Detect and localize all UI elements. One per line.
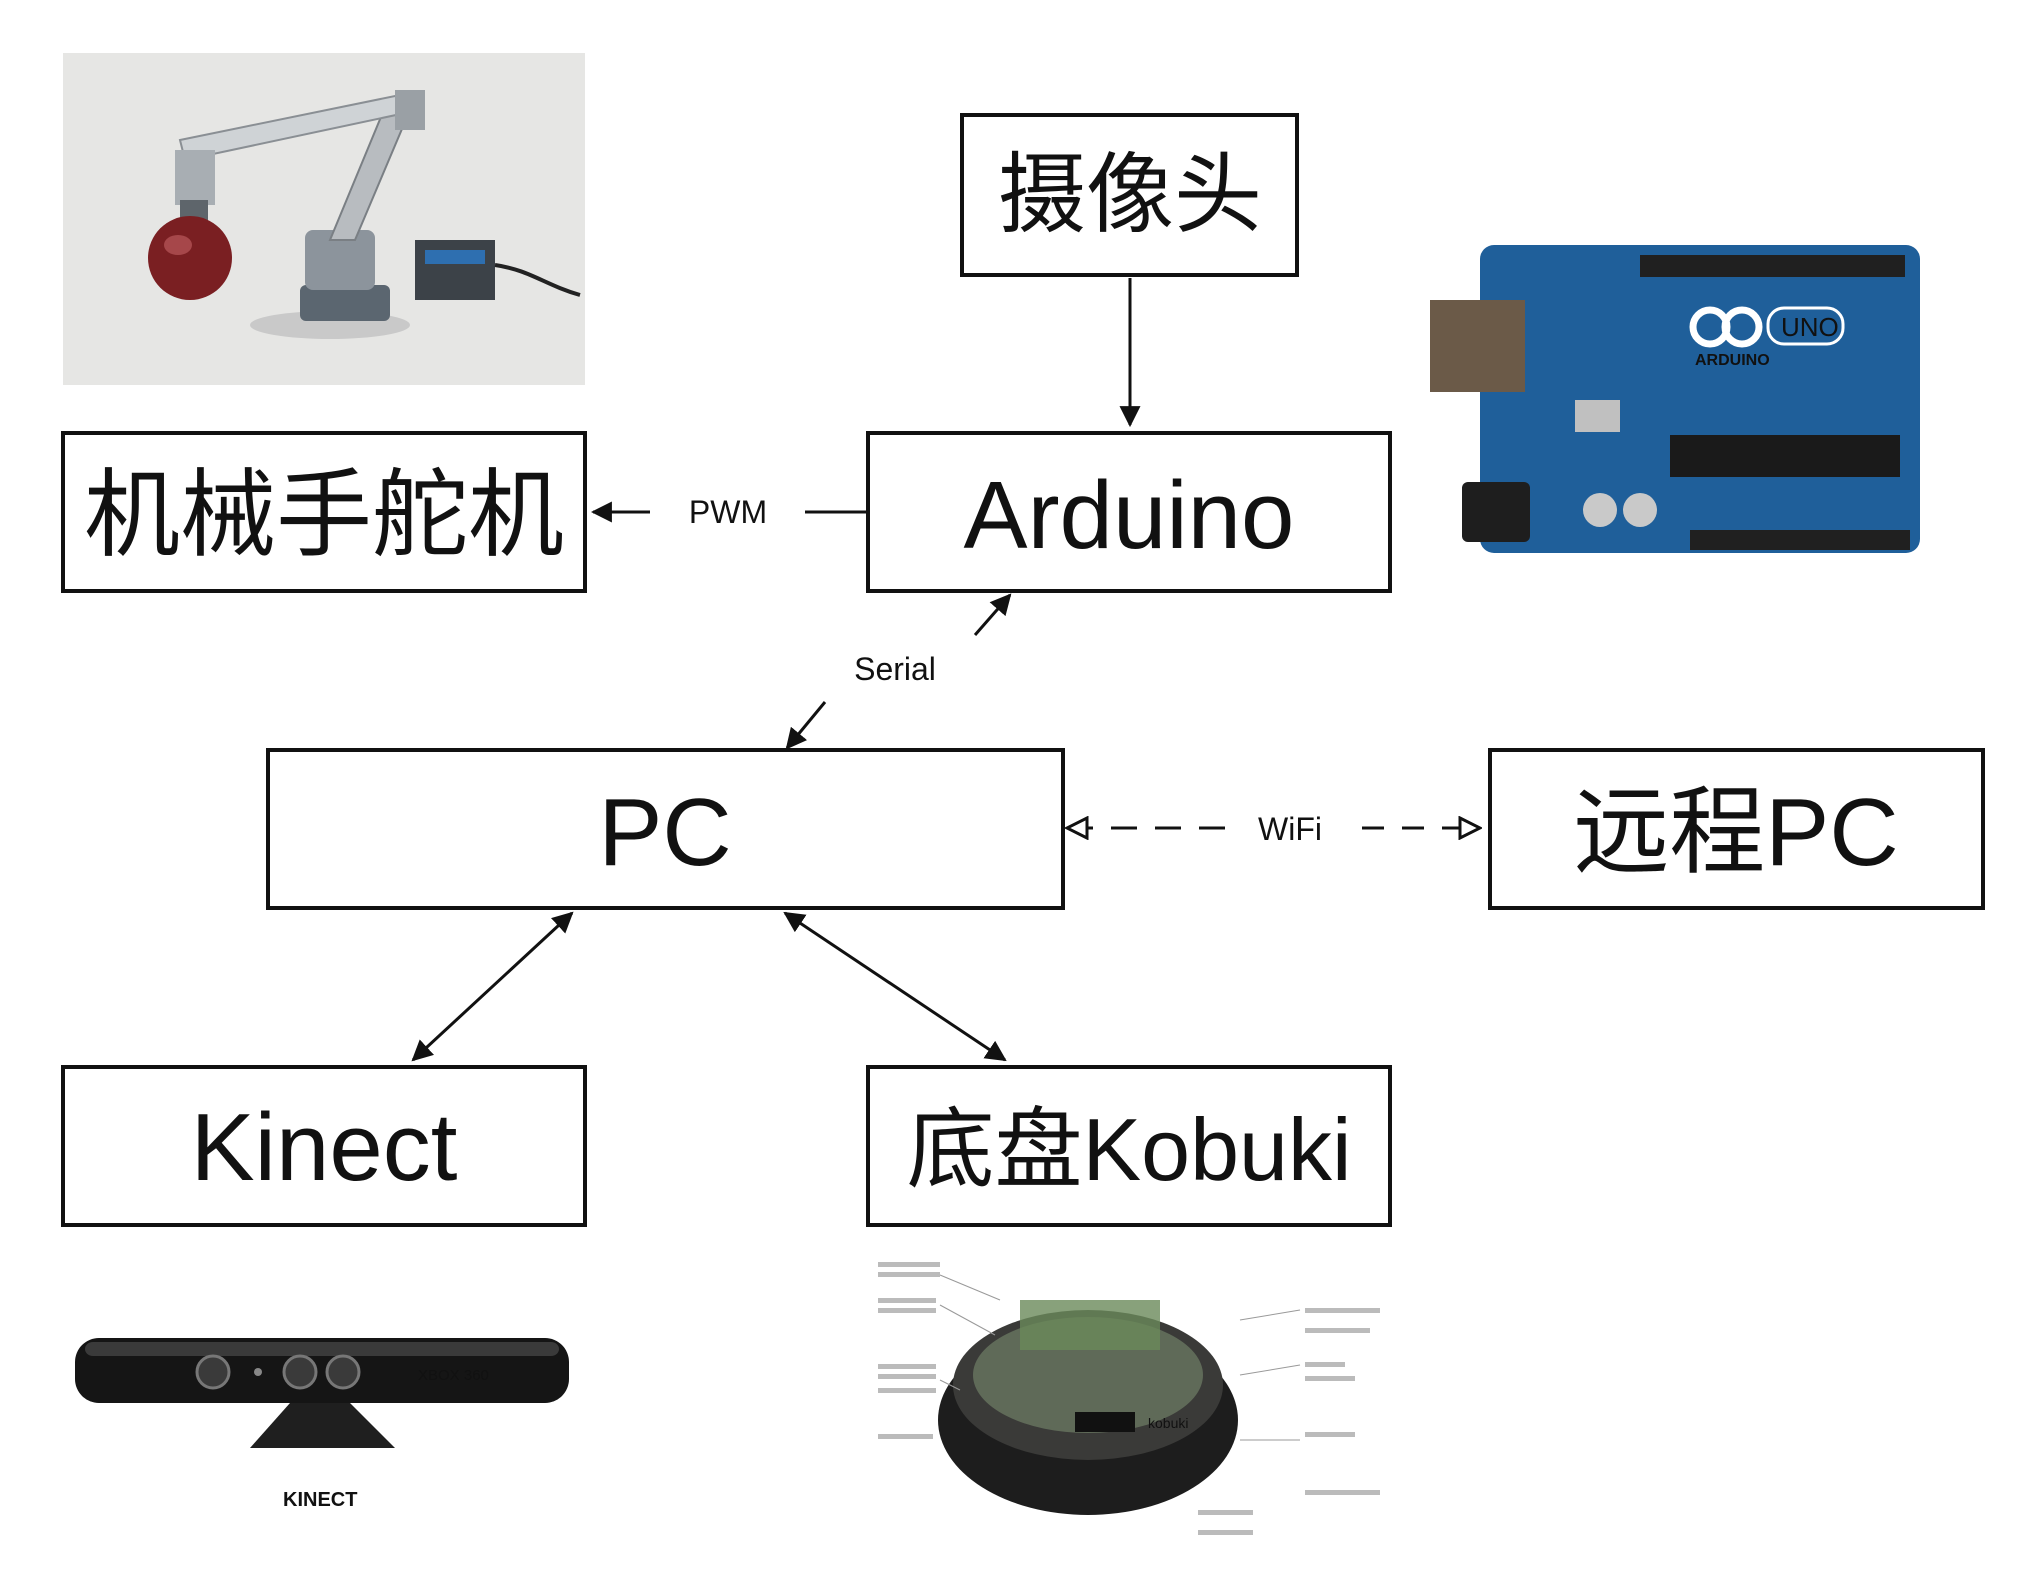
node-kinect-label: Kinect — [191, 1094, 458, 1201]
edge-serial-bottom — [785, 701, 827, 750]
node-kinect: Kinect — [61, 1065, 587, 1227]
node-pc-label: PC — [598, 779, 731, 886]
edge-pc-kinect — [411, 911, 574, 1062]
kobuki-base-photo: kobuki — [878, 1262, 1380, 1535]
node-chassis: 底盘Kobuki — [866, 1065, 1392, 1227]
node-pc: PC — [266, 748, 1065, 910]
node-arduino: Arduino — [866, 431, 1392, 593]
node-remote-pc: 远程PC — [1488, 748, 1985, 910]
node-chassis-label: 底盘Kobuki — [906, 1100, 1351, 1199]
node-arduino-label: Arduino — [964, 462, 1295, 569]
edge-label-wifi: WiFi — [1258, 811, 1322, 847]
node-servo: 机械手舵机 — [61, 431, 587, 593]
kobuki-logo-text: kobuki — [1148, 1415, 1188, 1431]
arduino-uno-board: ARDUINO UNO — [1430, 245, 1920, 553]
node-remote-pc-label: 远程PC — [1573, 779, 1898, 886]
edge-serial-top — [973, 593, 1012, 636]
robot-arm-photo — [63, 53, 585, 385]
kinect-device-text: XBOX 360 — [418, 1367, 489, 1384]
arduino-maker-text: ARDUINO — [1695, 352, 1770, 369]
arduino-uno-text: UNO — [1781, 312, 1839, 342]
edge-label-serial: Serial — [854, 651, 936, 687]
node-servo-label: 机械手舵机 — [84, 462, 564, 569]
node-camera-label: 摄像头 — [998, 145, 1262, 244]
kinect-sensor-photo: XBOX 360 KINECT — [75, 1338, 569, 1511]
node-camera: 摄像头 — [960, 113, 1299, 277]
edge-label-pwm: PWM — [689, 494, 767, 530]
edge-pc-kobuki — [783, 911, 1007, 1062]
kinect-logo-text: KINECT — [283, 1489, 357, 1511]
